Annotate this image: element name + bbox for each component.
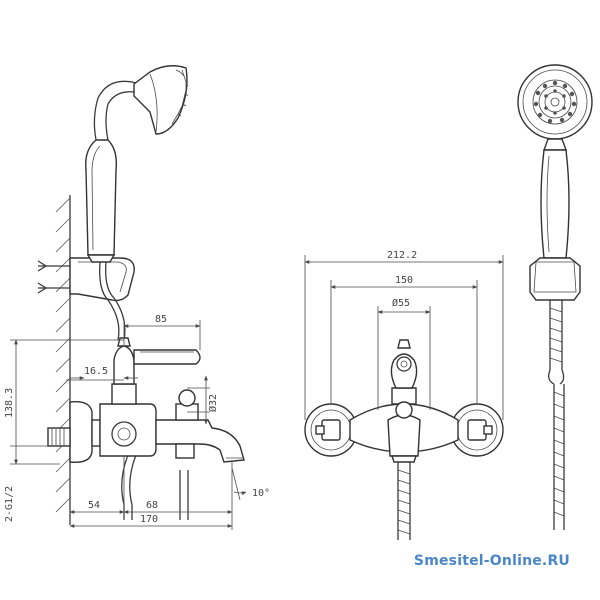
side-view: 85 16.5 Ø32 138.3 2-G1/2 54 68 170 bbox=[4, 65, 270, 530]
wall bbox=[55, 195, 71, 525]
dim-total-depth: 170 bbox=[140, 514, 158, 525]
dim-handle-span: 150 bbox=[395, 275, 413, 286]
shower-holder-side bbox=[37, 257, 135, 302]
front-dimensions: 212.2 150 Ø55 bbox=[304, 250, 504, 420]
dim-spout-angle: 10° bbox=[252, 488, 270, 499]
mixer-body-side bbox=[47, 337, 245, 463]
dim-body-to-spout: 68 bbox=[146, 500, 158, 511]
front-view: 212.2 150 Ø55 bbox=[304, 250, 504, 540]
dim-overall-width: 212.2 bbox=[387, 250, 417, 261]
dim-inlet-thread: 2-G1/2 bbox=[4, 486, 15, 522]
dim-handle-length: 85 bbox=[155, 314, 167, 325]
dim-flange-diameter: Ø55 bbox=[392, 297, 410, 309]
hand-shower-front bbox=[517, 64, 593, 530]
hand-shower-side bbox=[85, 65, 189, 263]
mixer-body-front bbox=[304, 339, 504, 540]
watermark: Smesitel-Online.RU bbox=[413, 553, 570, 569]
side-dimensions: 85 16.5 Ø32 138.3 2-G1/2 54 68 170 bbox=[4, 314, 270, 530]
dim-diverter-diameter: Ø32 bbox=[207, 394, 219, 412]
dim-height: 138.3 bbox=[4, 388, 15, 418]
dim-wall-to-body: 54 bbox=[88, 500, 100, 511]
spray-nozzles bbox=[532, 79, 578, 125]
dim-offset: 16.5 bbox=[84, 366, 108, 377]
wall-hatching bbox=[55, 197, 71, 513]
